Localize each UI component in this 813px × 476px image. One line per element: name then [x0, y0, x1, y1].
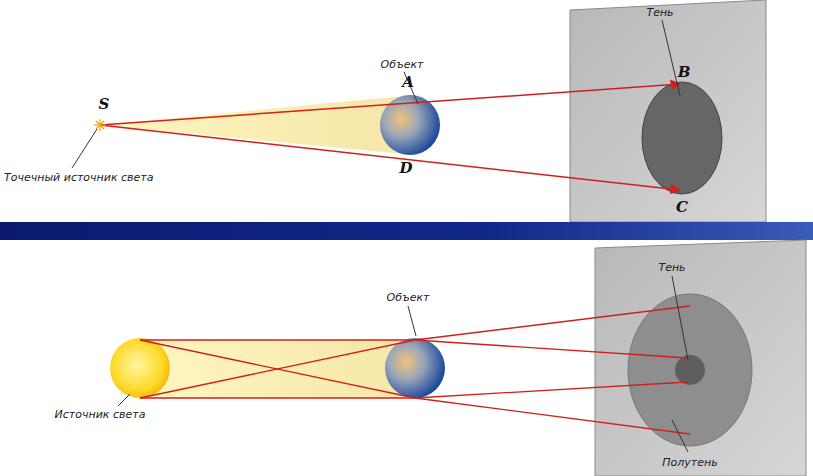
- shadow-label: Тень: [646, 6, 673, 19]
- object-label: Объект: [380, 58, 423, 71]
- point-letter: S: [99, 95, 110, 113]
- point-letter: A: [402, 73, 414, 91]
- point-source: [94, 119, 106, 131]
- point-letter: D: [399, 159, 412, 177]
- screen: [595, 240, 806, 476]
- penumbra: [628, 294, 752, 446]
- penumbra-label: Полутень: [662, 456, 717, 469]
- leader-line: [72, 20, 680, 168]
- point-letter: B: [678, 63, 691, 81]
- point-letter: C: [676, 198, 688, 216]
- divider-band: [0, 222, 813, 240]
- object-label: Объект: [386, 291, 429, 304]
- light-source: [110, 338, 170, 398]
- ray: [100, 84, 680, 125]
- source-label: Точечный источник света: [4, 171, 154, 184]
- light-cone: [100, 96, 405, 154]
- shadow: [642, 82, 722, 194]
- source-label: Источник света: [55, 408, 146, 421]
- shadow-label: Тень: [658, 261, 685, 274]
- ray: [140, 306, 690, 434]
- shadow: [675, 355, 705, 385]
- object-sphere: [385, 338, 445, 398]
- leader-line: [118, 276, 688, 452]
- ray: [100, 125, 680, 190]
